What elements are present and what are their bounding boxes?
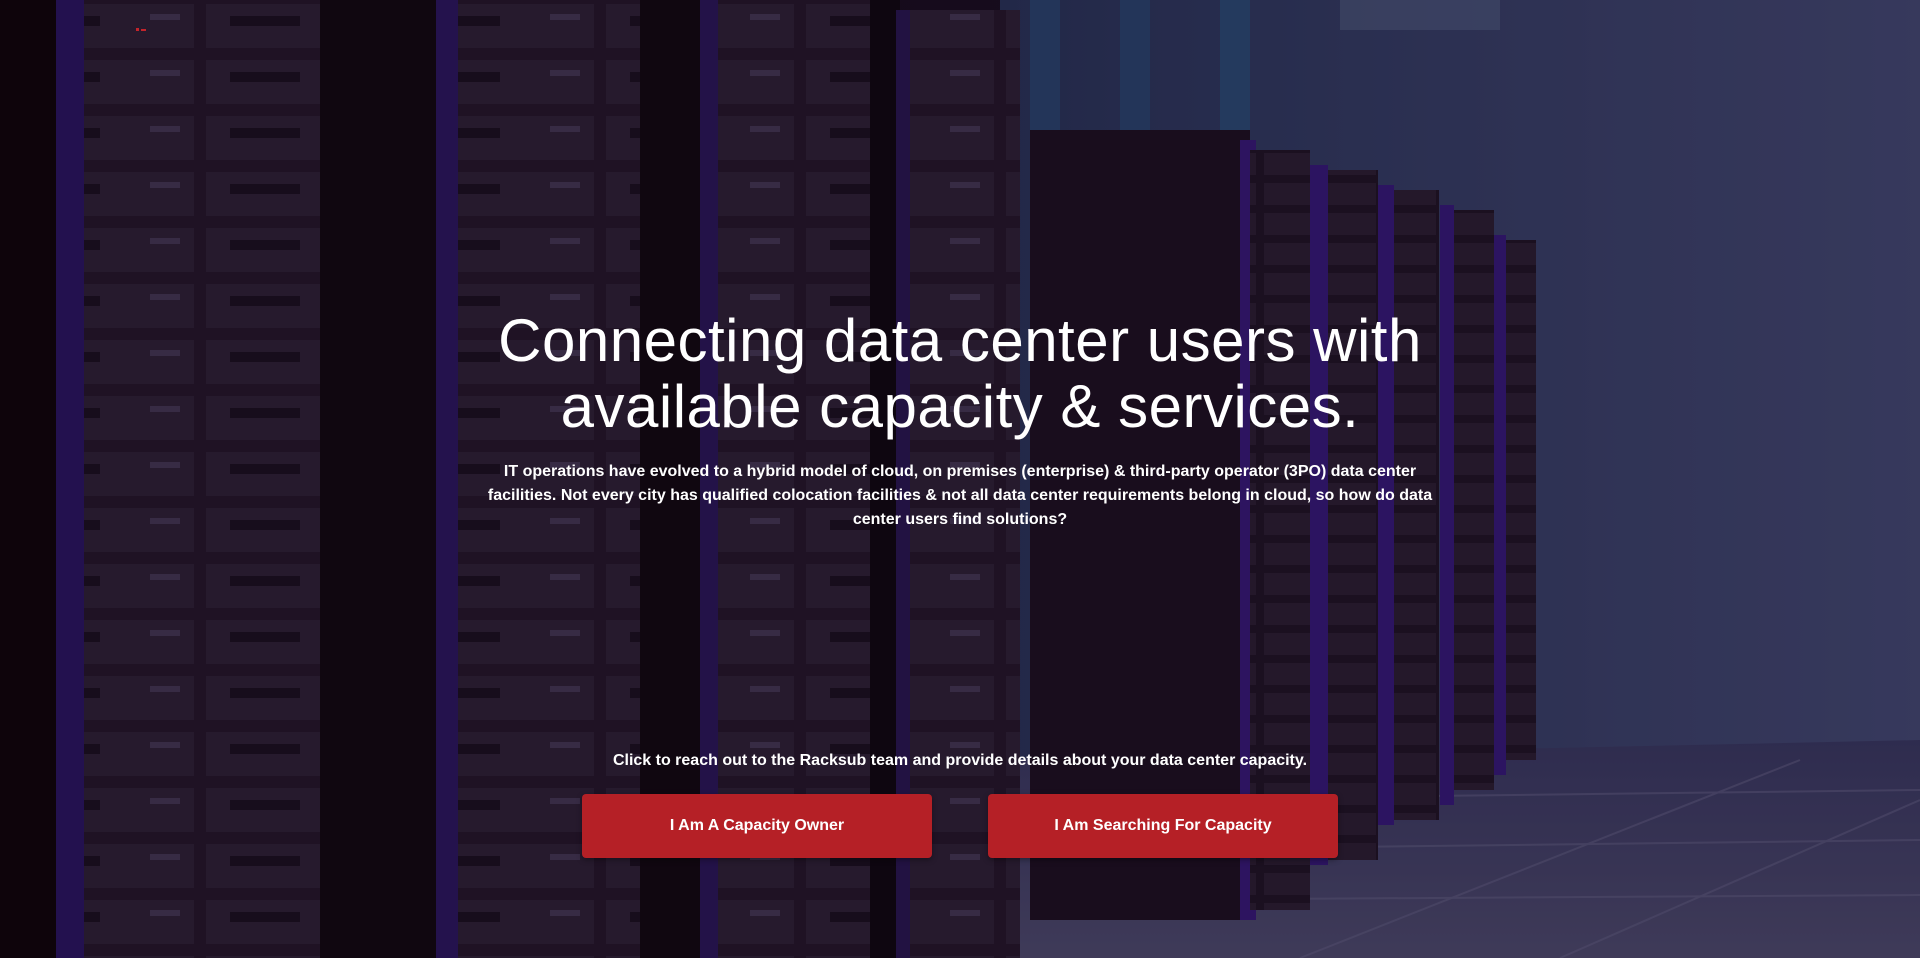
- logo-mark-icon: [136, 28, 146, 31]
- hero-headline: Connecting data center users with availa…: [498, 307, 1422, 440]
- hero-lead-text: IT operations have evolved to a hybrid m…: [487, 463, 1433, 528]
- searching-capacity-button[interactable]: I Am Searching For Capacity: [988, 794, 1338, 858]
- cta-description: Click to reach out to the Racksub team a…: [612, 752, 1308, 769]
- capacity-owner-button[interactable]: I Am A Capacity Owner: [582, 794, 932, 858]
